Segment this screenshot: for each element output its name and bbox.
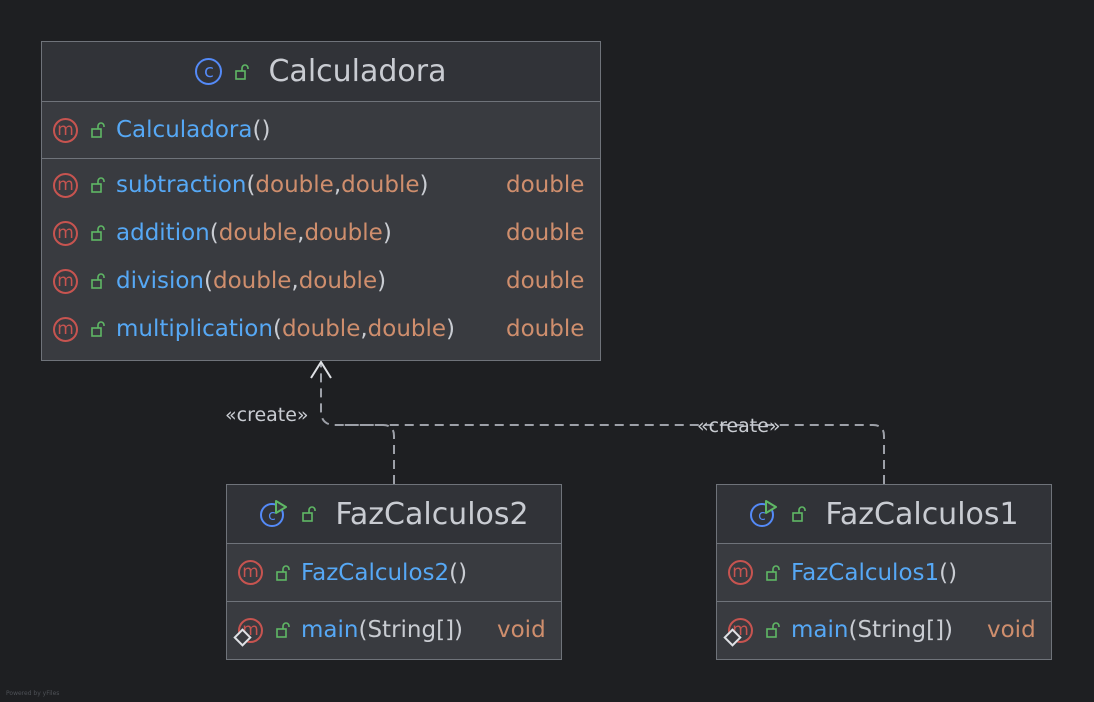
param-type: double bbox=[255, 172, 334, 198]
param-type: double bbox=[341, 172, 420, 198]
class-name: Calculadora bbox=[268, 54, 447, 89]
method-row[interactable]: m division(double, double) double bbox=[42, 257, 600, 305]
param-type: String[] bbox=[857, 617, 945, 643]
arrow-head bbox=[310, 360, 332, 379]
constructor-row[interactable]: m FazCalculos2() bbox=[227, 544, 561, 602]
param-type: double bbox=[298, 268, 378, 294]
return-type: void bbox=[497, 617, 546, 643]
class-header: c FazCalculos2 bbox=[227, 485, 561, 544]
method-icon: m bbox=[728, 560, 753, 585]
class-header: c Calculadora bbox=[42, 42, 600, 102]
method-name: multiplication bbox=[116, 316, 273, 342]
svg-text:c: c bbox=[759, 508, 767, 524]
method-name: main bbox=[301, 617, 359, 643]
public-lock-icon bbox=[765, 622, 781, 638]
method-row[interactable]: m subtraction(double, double) double bbox=[42, 161, 600, 209]
return-type: double bbox=[506, 220, 585, 246]
main-method-row[interactable]: m main(String[]) void bbox=[717, 602, 1051, 658]
method-name: addition bbox=[116, 220, 210, 246]
public-lock-icon bbox=[765, 564, 781, 581]
class-name: FazCalculos1 bbox=[825, 496, 1019, 532]
public-lock-icon bbox=[275, 564, 291, 581]
class-calculadora[interactable]: c Calculadora m Calculadora() m subtract… bbox=[41, 41, 601, 361]
class-name: FazCalculos2 bbox=[335, 496, 529, 532]
method-row[interactable]: m addition(double, double) double bbox=[42, 209, 600, 257]
return-type: double bbox=[506, 268, 585, 294]
param-type: double bbox=[218, 220, 298, 246]
method-icon: m bbox=[53, 172, 78, 198]
public-lock-icon bbox=[301, 506, 317, 522]
param-type: double bbox=[213, 268, 292, 294]
public-lock-icon bbox=[90, 225, 106, 241]
create-label-2: «create» bbox=[697, 415, 781, 437]
runnable-class-icon: c bbox=[749, 499, 779, 529]
public-lock-icon bbox=[90, 177, 106, 193]
method-icon: m bbox=[53, 268, 78, 294]
method-row[interactable]: m multiplication(double, double) double bbox=[42, 305, 600, 353]
return-type: void bbox=[987, 617, 1036, 643]
method-name: main bbox=[791, 617, 849, 643]
create-edge-fazcalculos1 bbox=[335, 424, 885, 484]
svg-text:c: c bbox=[269, 508, 277, 524]
method-icon: m bbox=[53, 117, 78, 143]
param-type: double bbox=[304, 220, 383, 246]
public-lock-icon bbox=[90, 122, 106, 138]
class-fazcalculos2[interactable]: c FazCalculos2 m FazCalculos2() m main(S… bbox=[226, 484, 562, 660]
create-label-1: «create» bbox=[225, 404, 309, 426]
public-lock-icon bbox=[791, 506, 807, 522]
method-name: subtraction bbox=[116, 172, 247, 198]
constructor-name: FazCalculos2 bbox=[301, 559, 450, 586]
public-lock-icon bbox=[90, 321, 106, 337]
class-fazcalculos1[interactable]: c FazCalculos1 m FazCalculos1() m main(S… bbox=[716, 484, 1052, 660]
constructor-row[interactable]: m FazCalculos1() bbox=[717, 544, 1051, 602]
create-edge-fazcalculos2 bbox=[320, 362, 395, 484]
return-type: double bbox=[506, 172, 585, 198]
constructor-name: FazCalculos1 bbox=[791, 559, 940, 586]
public-lock-icon bbox=[90, 273, 106, 289]
class-icon: c bbox=[195, 58, 223, 85]
return-type: double bbox=[506, 316, 585, 342]
method-icon: m bbox=[53, 316, 78, 342]
param-type: double bbox=[367, 316, 447, 342]
runnable-class-icon: c bbox=[259, 499, 289, 529]
public-lock-icon bbox=[234, 63, 250, 80]
main-method-row[interactable]: m main(String[]) void bbox=[227, 602, 561, 658]
param-type: double bbox=[281, 316, 361, 342]
class-header: c FazCalculos1 bbox=[717, 485, 1051, 544]
param-type: String[] bbox=[367, 617, 455, 643]
method-icon: m bbox=[238, 560, 263, 585]
constructor-row[interactable]: m Calculadora() bbox=[42, 102, 600, 159]
public-lock-icon bbox=[275, 622, 291, 638]
method-icon: m bbox=[53, 220, 78, 246]
watermark: Powered by yFiles bbox=[6, 690, 60, 697]
method-name: division bbox=[116, 268, 205, 294]
constructor-name: Calculadora bbox=[116, 117, 253, 143]
